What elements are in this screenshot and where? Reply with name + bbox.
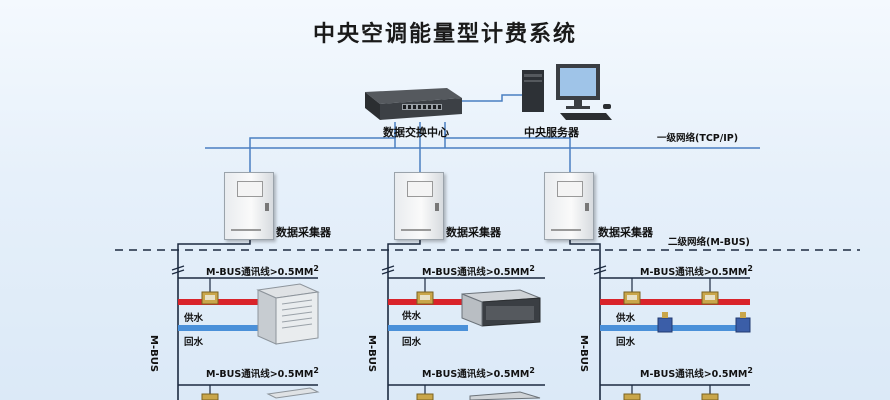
collector-label: 数据采集器 xyxy=(276,226,331,239)
heat-meter-icon xyxy=(201,291,219,305)
bus-line-text: M-BUS通讯线>0.5MM xyxy=(206,369,314,381)
data-collector-icon xyxy=(544,172,594,240)
heat-meter-icon xyxy=(701,291,719,305)
bus-line-superscript: 2 xyxy=(529,366,535,375)
supply-water-label: 供水 xyxy=(184,313,204,324)
heat-meter-icon xyxy=(623,291,641,305)
bus-line-superscript: 2 xyxy=(747,264,753,273)
bus-line-label: M-BUS通讯线>0.5MM2 xyxy=(422,366,535,380)
bus-line-label: M-BUS通讯线>0.5MM2 xyxy=(422,264,535,278)
return-water-label: 回水 xyxy=(616,337,636,348)
supply-water-label: 供水 xyxy=(402,311,422,322)
bus-line-superscript: 2 xyxy=(747,366,753,375)
return-water-label: 回水 xyxy=(402,337,422,348)
fan-coil-unit-icon xyxy=(461,289,541,327)
level1-network-label: 一级网络(TCP/IP) xyxy=(657,133,739,144)
bus-line-superscript: 2 xyxy=(529,264,535,273)
return-water-label: 回水 xyxy=(184,337,204,348)
bus-line-superscript: 2 xyxy=(313,264,319,273)
switch-icon xyxy=(365,88,462,120)
bus-vertical-label: M-BUS xyxy=(148,335,159,373)
bus-line-text: M-BUS通讯线>0.5MM xyxy=(640,369,748,381)
server-computer-icon xyxy=(522,64,612,120)
bus-line-text: M-BUS通讯线>0.5MM xyxy=(640,267,748,279)
switch-label: 数据交换中心 xyxy=(383,126,449,139)
bus-line-label: M-BUS通讯线>0.5MM2 xyxy=(640,264,753,278)
page-title: 中央空调能量型计费系统 xyxy=(312,22,577,47)
heat-meter-icon xyxy=(416,291,434,305)
collector-label: 数据采集器 xyxy=(446,226,501,239)
bus-line-superscript: 2 xyxy=(313,366,319,375)
bus-line-label: M-BUS通讯线>0.5MM2 xyxy=(206,366,319,380)
bus-vertical-label: M-BUS xyxy=(578,335,589,373)
bus-line-text: M-BUS通讯线>0.5MM xyxy=(422,369,530,381)
bus-line-label: M-BUS通讯线>0.5MM2 xyxy=(206,264,319,278)
bus-line-text: M-BUS通讯线>0.5MM xyxy=(422,267,530,279)
bus-line-text: M-BUS通讯线>0.5MM xyxy=(206,267,314,279)
bus-vertical-label: M-BUS xyxy=(366,335,377,373)
level2-network-label: 二级网络(M-BUS) xyxy=(668,237,750,248)
collector-label: 数据采集器 xyxy=(598,226,653,239)
bus-line-label: M-BUS通讯线>0.5MM2 xyxy=(640,366,753,380)
air-handler-unit-icon xyxy=(256,283,320,345)
server-label: 中央服务器 xyxy=(524,126,579,139)
data-collector-icon xyxy=(224,172,274,240)
data-collector-icon xyxy=(394,172,444,240)
supply-water-label: 供水 xyxy=(616,313,636,324)
valve-icon xyxy=(657,312,751,333)
